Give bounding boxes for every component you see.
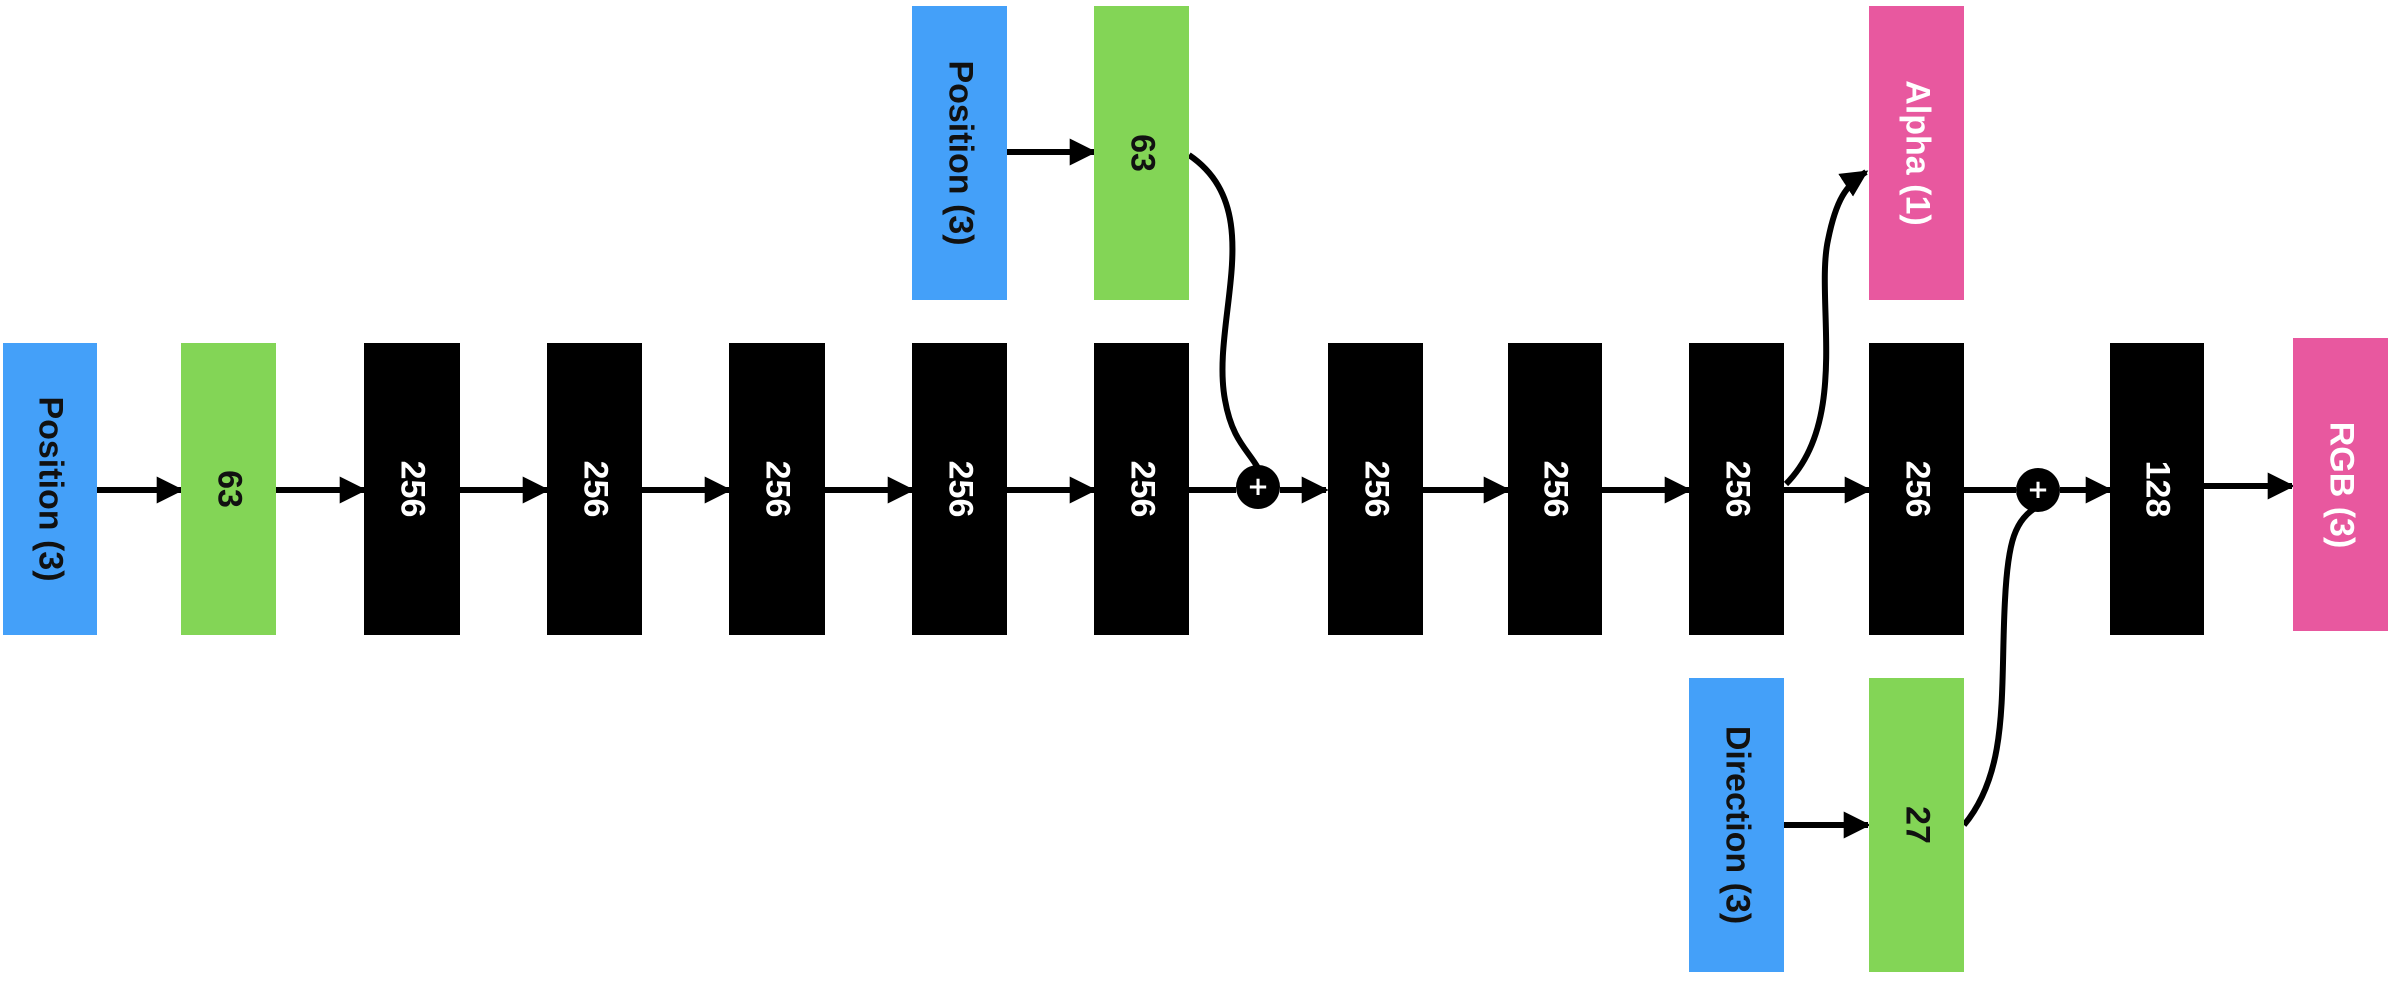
hidden-layer-1: 256 [364,343,460,635]
direction-merge-symbol: + [2027,475,2049,505]
hidden-layer-7-label: 256 [1536,460,1575,518]
hidden-layer-7: 256 [1508,343,1602,635]
direction-input-box: Direction (3) [1689,678,1784,972]
hidden-layer-6: 256 [1328,343,1423,635]
curve-dir-enc-to-plus2 [1961,503,2040,827]
hidden-layer-3-label: 256 [758,460,797,518]
hidden-layer-10: 128 [2110,343,2204,635]
hidden-layer-4: 256 [912,343,1007,635]
alpha-output-box: Alpha (1) [1869,6,1964,300]
skip-position-input-box: Position (3) [912,6,1007,300]
hidden-layer-9-label: 256 [1898,460,1936,518]
curve-l8-to-alpha [1783,169,1869,487]
hidden-layer-4-label: 256 [941,460,979,518]
hidden-layer-6-label: 256 [1357,460,1395,518]
hidden-layer-2-label: 256 [576,460,614,518]
position-input-box: Position (3) [3,343,97,635]
direction-encoding-box: 27 [1869,678,1964,972]
hidden-layer-1-label: 256 [393,460,432,518]
position-input-label: Position (3) [31,396,70,582]
skip-merge-symbol: + [1247,472,1269,502]
direction-encoding-label: 27 [1898,806,1936,844]
alpha-output-label: Alpha (1) [1898,80,1936,226]
hidden-layer-5: 256 [1094,343,1189,635]
direction-input-label: Direction (3) [1718,725,1756,925]
direction-merge-node: + [2016,468,2060,512]
skip-position-encoding-label: 63 [1123,134,1161,172]
hidden-layer-5-label: 256 [1123,460,1161,518]
hidden-layer-3: 256 [729,343,825,635]
hidden-layer-2: 256 [547,343,642,635]
rgb-output-box: RGB (3) [2293,338,2388,631]
skip-position-input-label: Position (3) [941,60,979,246]
hidden-layer-8: 256 [1689,343,1784,635]
position-encoding-label: 63 [210,470,248,508]
curve-skip-enc-to-plus [1187,152,1261,470]
hidden-layer-9: 256 [1869,343,1964,635]
skip-merge-node: + [1236,465,1280,509]
position-encoding-box: 63 [181,343,276,635]
hidden-layer-8-label: 256 [1718,460,1756,518]
skip-position-encoding-box: 63 [1094,6,1189,300]
hidden-layer-10-label: 128 [2138,460,2177,518]
rgb-output-label: RGB (3) [2322,421,2360,548]
